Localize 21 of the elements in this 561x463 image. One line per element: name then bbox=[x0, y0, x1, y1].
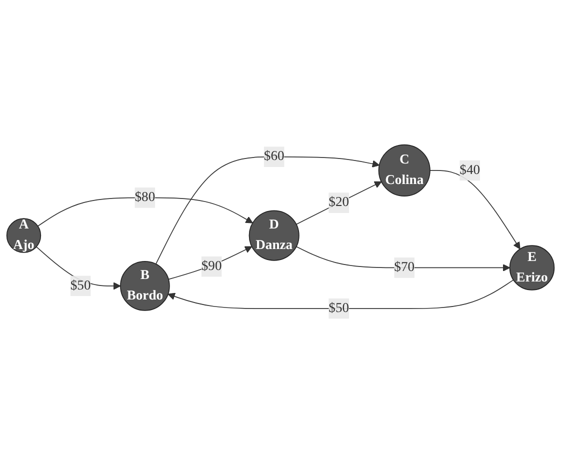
arrow bbox=[430, 170, 520, 250]
node-circle: B Bordo bbox=[120, 260, 170, 311]
arrow bbox=[296, 181, 382, 224]
arrow bbox=[296, 246, 510, 272]
edge-label: $50 bbox=[328, 300, 350, 316]
edge-label: $40 bbox=[460, 162, 480, 177]
arrow bbox=[36, 246, 121, 290]
edge-label: $90 bbox=[201, 258, 222, 274]
arrow bbox=[37, 196, 253, 226]
node-circle: D Danza bbox=[248, 210, 300, 261]
node-circle: C Colina bbox=[378, 144, 430, 196]
edge-label: $70 bbox=[394, 260, 415, 274]
edge-label: $80 bbox=[134, 190, 156, 204]
node-circle: A Ajo bbox=[6, 218, 42, 253]
arrow bbox=[168, 279, 514, 309]
arrow bbox=[168, 246, 252, 280]
arrow bbox=[155, 156, 380, 264]
edge-label: $20 bbox=[328, 194, 350, 210]
edge-label: $50 bbox=[70, 278, 91, 292]
node-circle: E Erizo bbox=[509, 244, 555, 290]
edge-label: $60 bbox=[264, 148, 284, 164]
